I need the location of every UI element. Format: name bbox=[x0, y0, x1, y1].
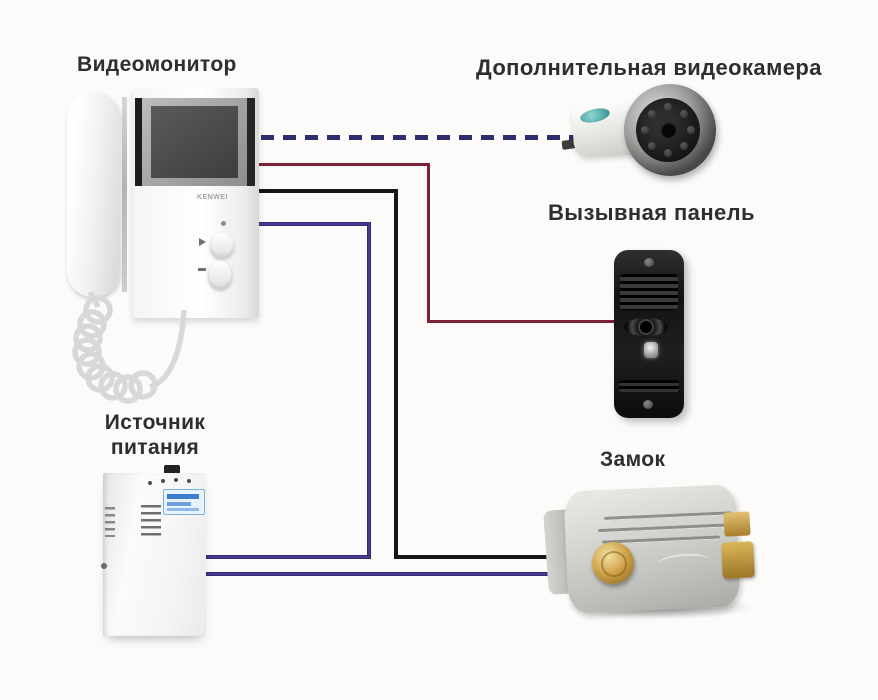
camera-ir-led bbox=[664, 103, 672, 111]
wire-monitor-to-lock-seg1 bbox=[256, 189, 398, 193]
electric-lock bbox=[540, 478, 772, 630]
lock-brass-latch-top bbox=[723, 511, 751, 537]
monitor-handset bbox=[67, 92, 120, 297]
monitor-screen-block bbox=[135, 98, 255, 186]
power-supply-dot bbox=[148, 481, 152, 485]
monitor-screen-strip-right bbox=[247, 98, 255, 186]
panel-screw-bottom bbox=[643, 400, 653, 409]
monitor-button-top bbox=[210, 233, 234, 258]
power-supply-dot bbox=[187, 479, 191, 483]
camera-ir-led bbox=[687, 126, 695, 134]
label-power-supply-line2: питания bbox=[110, 436, 200, 459]
camera-ir-led bbox=[680, 142, 688, 150]
panel-camera-lens bbox=[640, 321, 652, 333]
wire-monitor-to-power-seg3 bbox=[206, 555, 371, 559]
monitor-body: KENWEI bbox=[133, 88, 259, 318]
power-supply-knob bbox=[101, 563, 107, 569]
camera-ir-led bbox=[641, 126, 649, 134]
wire-monitor-to-power-seg1 bbox=[258, 222, 371, 226]
label-lock: Замок bbox=[600, 448, 666, 471]
monitor-screen-strip-left bbox=[135, 98, 142, 186]
panel-screw-top bbox=[644, 258, 654, 267]
wire-monitor-to-power-seg2 bbox=[367, 222, 371, 559]
wire-power-to-lock bbox=[206, 572, 558, 576]
wire-monitor-to-lock-seg2 bbox=[394, 189, 398, 559]
label-bar bbox=[167, 502, 191, 506]
call-panel-body bbox=[614, 250, 684, 418]
label-power-supply-line1: Источник bbox=[104, 411, 206, 434]
wire-monitor-to-panel-seg3 bbox=[427, 320, 618, 323]
power-supply-blue-label bbox=[163, 489, 205, 515]
camera-ir-led bbox=[680, 110, 688, 118]
power-supply bbox=[98, 463, 214, 645]
wire-monitor-to-panel-seg2 bbox=[427, 163, 430, 323]
label-video-monitor: Видеомонитор bbox=[77, 53, 237, 76]
label-bar bbox=[167, 494, 199, 499]
power-supply-body bbox=[101, 473, 206, 636]
camera-ir-led bbox=[648, 110, 656, 118]
wire-monitor-to-camera-dashed bbox=[261, 135, 575, 140]
video-monitor: KENWEI bbox=[65, 85, 270, 405]
lock-cylinder bbox=[592, 542, 634, 584]
monitor-screen-bezel bbox=[142, 98, 247, 186]
panel-call-button bbox=[644, 342, 658, 358]
power-supply-vents bbox=[141, 505, 161, 539]
wire-monitor-to-panel-seg1 bbox=[256, 163, 430, 166]
handset-coiled-cord bbox=[72, 292, 187, 404]
lock-cylinder-ring bbox=[601, 551, 627, 577]
monitor-cradle-gap bbox=[122, 97, 127, 292]
monitor-brand-logo: KENWEI bbox=[197, 194, 228, 201]
label-call-panel: Вызывная панель bbox=[548, 200, 755, 225]
camera-lens bbox=[660, 122, 676, 138]
extra-video-camera bbox=[561, 78, 718, 182]
monitor-screen bbox=[151, 106, 238, 178]
power-supply-dot bbox=[161, 479, 165, 483]
label-bar bbox=[167, 508, 199, 511]
panel-camera-eye bbox=[624, 318, 668, 336]
panel-bottom-ridges bbox=[619, 380, 679, 392]
monitor-led-dot bbox=[221, 221, 226, 226]
monitor-minus-mark-icon bbox=[198, 268, 206, 271]
monitor-volume-mark-icon bbox=[199, 238, 206, 246]
lock-body bbox=[563, 484, 741, 614]
camera-ir-led bbox=[664, 149, 672, 157]
power-supply-top-tab bbox=[164, 465, 180, 474]
call-panel bbox=[612, 247, 690, 427]
label-extra-camera: Дополнительная видеокамера bbox=[476, 55, 822, 80]
label-power-supply: Источник питания bbox=[96, 410, 214, 460]
camera-ir-led bbox=[648, 142, 656, 150]
power-supply-side-vents bbox=[105, 507, 115, 537]
panel-speaker-grille bbox=[620, 274, 678, 310]
wire-monitor-to-lock-seg3 bbox=[394, 555, 556, 559]
lock-brass-latch-bottom bbox=[721, 541, 755, 579]
power-supply-dot bbox=[174, 478, 178, 482]
monitor-button-bottom bbox=[208, 261, 232, 289]
